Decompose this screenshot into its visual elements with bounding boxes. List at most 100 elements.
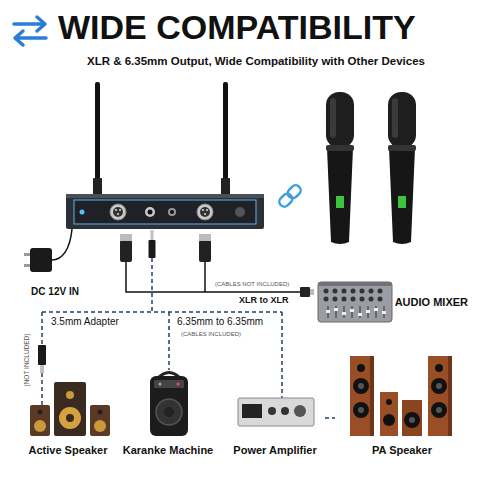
active-speaker-picture-part [66, 391, 74, 399]
audio-mixer-picture-part [333, 297, 338, 302]
pa-speaker-picture-part [358, 407, 364, 413]
audio-mixer-picture-part [342, 312, 346, 315]
cable-connector [325, 417, 335, 419]
device-label: Active Speaker [19, 444, 117, 456]
active-speaker-picture-part [30, 405, 50, 436]
receiver-unit-part [74, 200, 256, 224]
power-adapter-part [24, 264, 30, 267]
audio-mixer-picture-part [351, 297, 356, 302]
microphone-part [330, 98, 336, 138]
microphone-part [389, 148, 415, 244]
audio-mixer-picture-part [374, 308, 378, 311]
pa-speaker-picture-part [436, 407, 442, 413]
audio-mixer-picture-part [360, 297, 365, 302]
antenna-part [95, 82, 100, 182]
microphone-part [398, 196, 406, 208]
cable-part [300, 287, 310, 297]
active-speaker-picture-part [94, 420, 106, 432]
page-title: WIDE COMPATIBILITY [58, 10, 416, 44]
audio-mixer-picture-part [326, 310, 330, 313]
receiver-unit-part [66, 194, 264, 198]
antenna-part [223, 82, 228, 182]
receiver-unit-part [170, 210, 174, 214]
microphone-part [392, 98, 398, 138]
active-speaker-picture-part [98, 410, 103, 415]
karaoke-machine-picture-part [177, 383, 180, 386]
receiver-unit-part [113, 207, 123, 217]
receiver-unit-part [115, 209, 117, 211]
audio-mixer-picture-part [324, 297, 329, 302]
receiver-unit-part [200, 207, 210, 217]
pa-speaker-picture-part [404, 412, 420, 428]
cable-note: (CABLES INCLUDED) [180, 331, 242, 338]
device-node: AUDIO MIXER [315, 278, 470, 326]
antenna-part [221, 178, 230, 196]
power-amplifier-picture-part [268, 407, 276, 415]
audio-mixer-picture [318, 282, 392, 322]
karaoke-machine-picture [150, 373, 188, 437]
cable-label: XLR to XLR [238, 295, 290, 306]
receiver-unit-part [235, 207, 245, 217]
power-adapter [24, 229, 72, 272]
pa-speaker-picture-part [431, 402, 447, 418]
active-speaker-picture-part [59, 407, 81, 429]
active-speaker-picture-part [54, 382, 86, 436]
pa-speaker-picture-part [431, 378, 447, 394]
power-amplifier-picture [238, 398, 314, 426]
pa-speaker-picture-part [428, 356, 452, 436]
cable-part [310, 289, 314, 295]
cable-part [120, 234, 132, 241]
microphone-part [388, 145, 416, 151]
cable-note: (CABLES NOT INCLUDED) [214, 281, 290, 288]
device-label: AUDIO MIXER [395, 296, 468, 308]
pa-speaker-picture-part [353, 378, 369, 394]
power-amplifier-picture-part [281, 407, 289, 415]
audio-mixer-picture-part [369, 289, 374, 294]
pa-speaker-picture-part [409, 417, 415, 423]
compatibility-icon-part [15, 31, 46, 45]
cable-part [151, 230, 154, 240]
microphone-part [388, 92, 416, 148]
pa-speaker-picture-part [357, 364, 365, 372]
cable-label: 6.35mm to 6.35mm [176, 316, 264, 328]
microphone-part [336, 196, 344, 208]
active-speaker-picture [30, 382, 110, 436]
device-label: PA Speaker [335, 444, 469, 456]
audio-mixer-picture-part [358, 313, 362, 316]
audio-mixer-picture-part [369, 297, 374, 302]
pa-speaker-picture-part [402, 400, 422, 436]
pa-speaker-picture-part [358, 383, 364, 389]
cable-part [199, 240, 211, 262]
karaoke-machine-picture-part [154, 380, 184, 388]
audio-mixer-picture-part [350, 309, 354, 312]
receiver-unit-part [117, 213, 119, 215]
receiver-unit-part [66, 194, 264, 229]
receiver-unit-part [110, 204, 126, 220]
receiver-unit-part [168, 208, 176, 216]
device-node: Power Amplifier [225, 392, 325, 456]
pa-speaker-picture-part [350, 356, 374, 436]
cable-part [204, 262, 206, 292]
antenna [93, 82, 230, 196]
microphone-part [327, 148, 353, 244]
device-label: DC 12V IN [15, 286, 95, 297]
power-amplifier-picture-part [238, 398, 314, 426]
cable-part [199, 234, 211, 241]
karaoke-machine-picture-part [164, 407, 174, 417]
pa-speaker-picture-part [436, 383, 442, 389]
device-node: PA Speaker [335, 348, 469, 456]
audio-mixer-picture-part [333, 289, 338, 294]
device-node: DC 12V IN [15, 243, 95, 297]
power-amplifier-picture-part [294, 405, 306, 417]
receiver-unit-part [80, 210, 85, 215]
cable-part [41, 373, 43, 405]
active-speaker-picture-part [66, 414, 74, 422]
adapter-label: 3.5mm Adapter [50, 316, 120, 328]
microphone [326, 92, 416, 244]
audio-mixer-picture-part [360, 289, 365, 294]
pa-speaker-picture-part [380, 392, 398, 436]
adapter-note: (NOT INCLUDED) [23, 333, 31, 388]
